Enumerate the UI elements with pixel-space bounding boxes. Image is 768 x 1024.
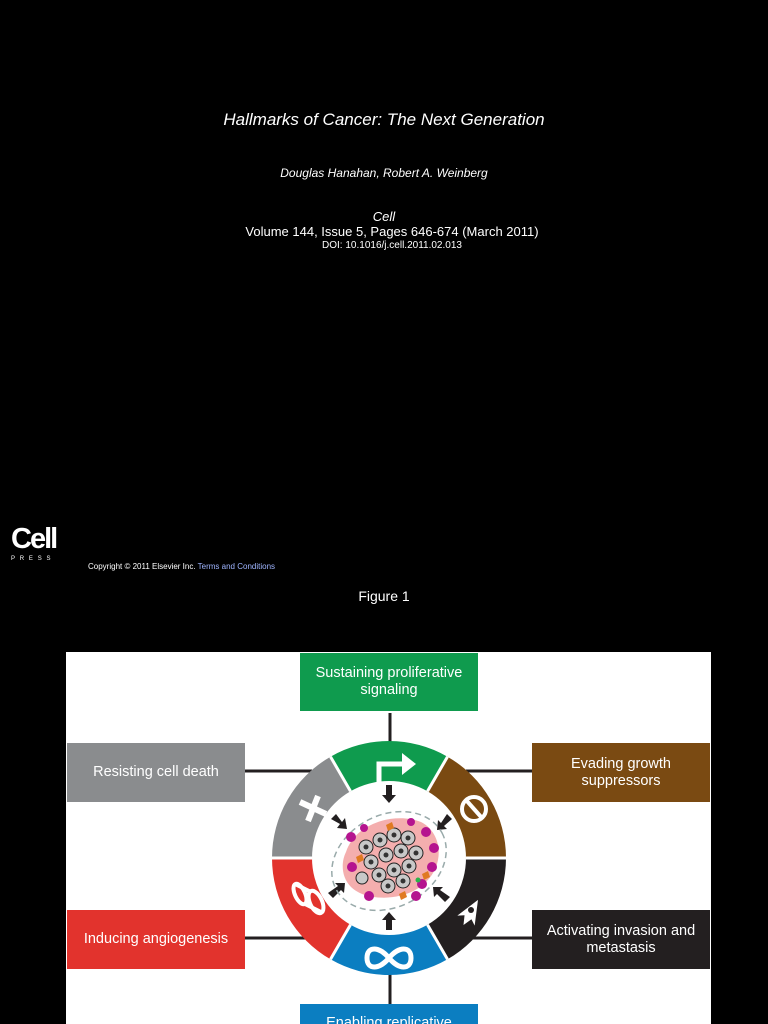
logo-press: PRESS xyxy=(11,556,56,562)
journal-name: Cell xyxy=(372,209,396,224)
ring-dividers xyxy=(272,755,506,961)
infinity-icon xyxy=(364,946,414,970)
paper-authors: Douglas Hanahan, Robert A. Weinberg xyxy=(280,166,488,180)
hallmark-label: Evading growth suppressors xyxy=(571,755,671,789)
figure-label: Figure 1 xyxy=(358,588,410,604)
tumor-cluster-image xyxy=(331,810,447,912)
copyright-text: Copyright © 2011 Elsevier Inc. xyxy=(88,562,196,571)
copyright-line: Copyright © 2011 Elsevier Inc. Terms and… xyxy=(88,562,275,571)
terms-link[interactable]: Terms and Conditions xyxy=(197,562,276,571)
volume-info: Volume 144, Issue 5, Pages 646-674 (Marc… xyxy=(245,224,539,239)
hallmark-evading-growth-suppressors: Evading growth suppressors xyxy=(532,743,710,802)
hallmarks-diagram xyxy=(244,713,533,1004)
hallmark-enabling-replicative: Enabling replicative xyxy=(300,1004,478,1024)
hallmark-label: Activating invasion and metastasis xyxy=(546,922,696,956)
hallmark-sustaining-proliferative-signaling: Sustaining proliferative signaling xyxy=(300,653,478,711)
hallmark-label: Sustaining proliferative signaling xyxy=(315,665,463,698)
hallmarks-figure: Sustaining proliferative signaling Resis… xyxy=(66,652,711,1024)
cell-press-logo: Cell PRESS xyxy=(11,524,71,563)
paper-title: Hallmarks of Cancer: The Next Generation xyxy=(223,110,545,129)
hallmark-label: Enabling replicative xyxy=(326,1015,452,1024)
ring-segment-brown xyxy=(427,756,506,858)
hallmark-inducing-angiogenesis: Inducing angiogenesis xyxy=(67,910,245,969)
ring-segment-blue xyxy=(330,924,448,975)
rocket-icon xyxy=(457,899,478,926)
arrow-icon xyxy=(376,753,416,789)
hallmark-label: Resisting cell death xyxy=(93,764,219,780)
no-entry-icon xyxy=(460,795,488,823)
hallmark-activating-invasion-and-metastasis: Activating invasion and metastasis xyxy=(532,910,710,969)
cross-icon xyxy=(298,794,328,823)
hallmark-resisting-cell-death: Resisting cell death xyxy=(67,743,245,802)
doi: DOI: 10.1016/j.cell.2011.02.013 xyxy=(322,240,462,251)
tube-icon xyxy=(291,881,326,916)
logo-word: Cell xyxy=(11,523,58,555)
hallmark-label: Inducing angiogenesis xyxy=(83,931,229,947)
